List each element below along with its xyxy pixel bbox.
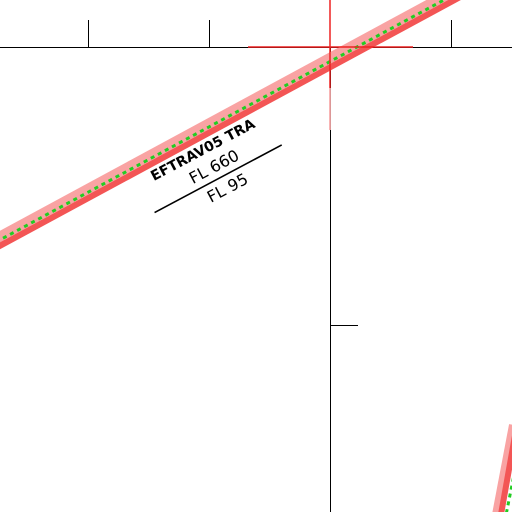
boundary-halo	[0, 0, 452, 245]
reference-point-crosshair-icon[interactable]	[248, 0, 413, 130]
boundary-dashes	[0, 0, 448, 242]
boundary-core	[0, 0, 461, 250]
airspace-boundary[interactable]	[0, 0, 462, 250]
airspace-limit-divider	[154, 144, 283, 214]
boundary-halo	[492, 424, 512, 512]
boundary-core	[498, 435, 512, 512]
